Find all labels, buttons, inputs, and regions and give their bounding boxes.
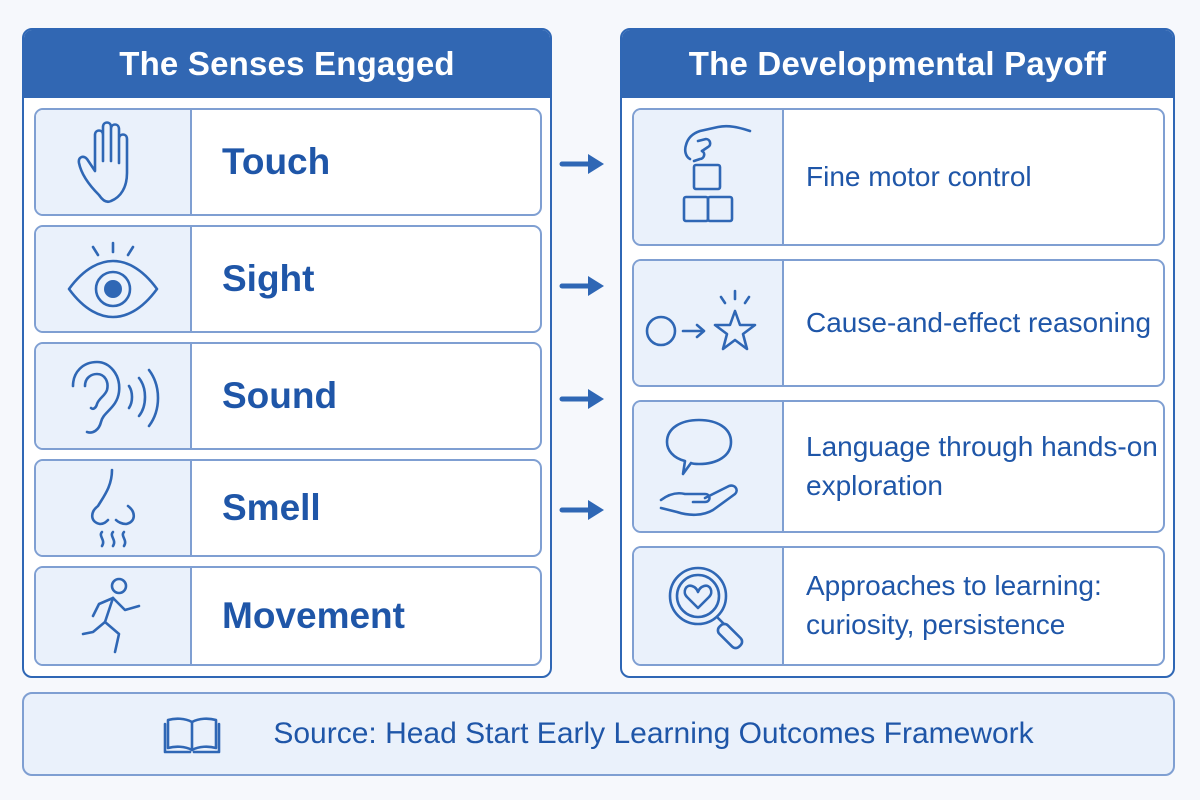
sense-label: Sound [222,375,338,416]
sense-label: Smell [222,487,321,528]
magnifier-heart-icon [668,566,744,650]
payoff-panel: The Developmental Payoff Fine motor cont… [620,28,1175,678]
open-book-icon [164,717,221,754]
payoff-card-fine-motor: Fine motor control [632,108,1165,246]
speech-bubble-hand-icon [659,418,738,516]
right-arrow-icon [559,276,604,296]
hand-stacking-blocks-icon [682,124,752,223]
sense-card-sight: Sight [34,225,542,333]
ear-icon [71,360,160,434]
right-arrow-icon [559,154,604,174]
source-text: Source: Head Start Early Learning Outcom… [273,717,1034,750]
right-arrow-icon [559,500,604,520]
right-arrow-icon [559,389,604,409]
nose-icon [90,468,136,548]
payoff-label: Fine motor control [806,160,1032,192]
sense-card-movement: Movement [34,566,542,666]
senses-panel-title: The Senses Engaged [24,30,550,98]
sense-label: Movement [222,595,405,636]
sense-card-sound: Sound [34,342,542,450]
senses-panel: The Senses Engaged Touch Sight [22,28,552,678]
payoff-card-approaches: Approaches to learning: curiosity, persi… [632,546,1165,666]
sense-label: Touch [222,141,331,182]
eye-icon [67,241,159,319]
sense-card-touch: Touch [34,108,542,216]
hand-icon [77,121,129,204]
sense-label: Sight [222,258,315,299]
sense-card-smell: Smell [34,459,542,557]
payoff-label: Cause-and-effect reasoning [806,306,1152,338]
circle-arrow-star-icon [645,289,757,351]
payoff-panel-title: The Developmental Payoff [622,30,1173,98]
source-bar: Source: Head Start Early Learning Outcom… [22,692,1175,776]
payoff-label: Approaches to learning: curiosity, persi… [806,570,1102,640]
payoff-card-language: Language through hands-on exploration [632,400,1165,533]
payoff-label: Language through hands-on exploration [806,430,1158,501]
running-person-icon [81,577,141,654]
payoff-card-cause-effect: Cause-and-effect reasoning [632,259,1165,387]
